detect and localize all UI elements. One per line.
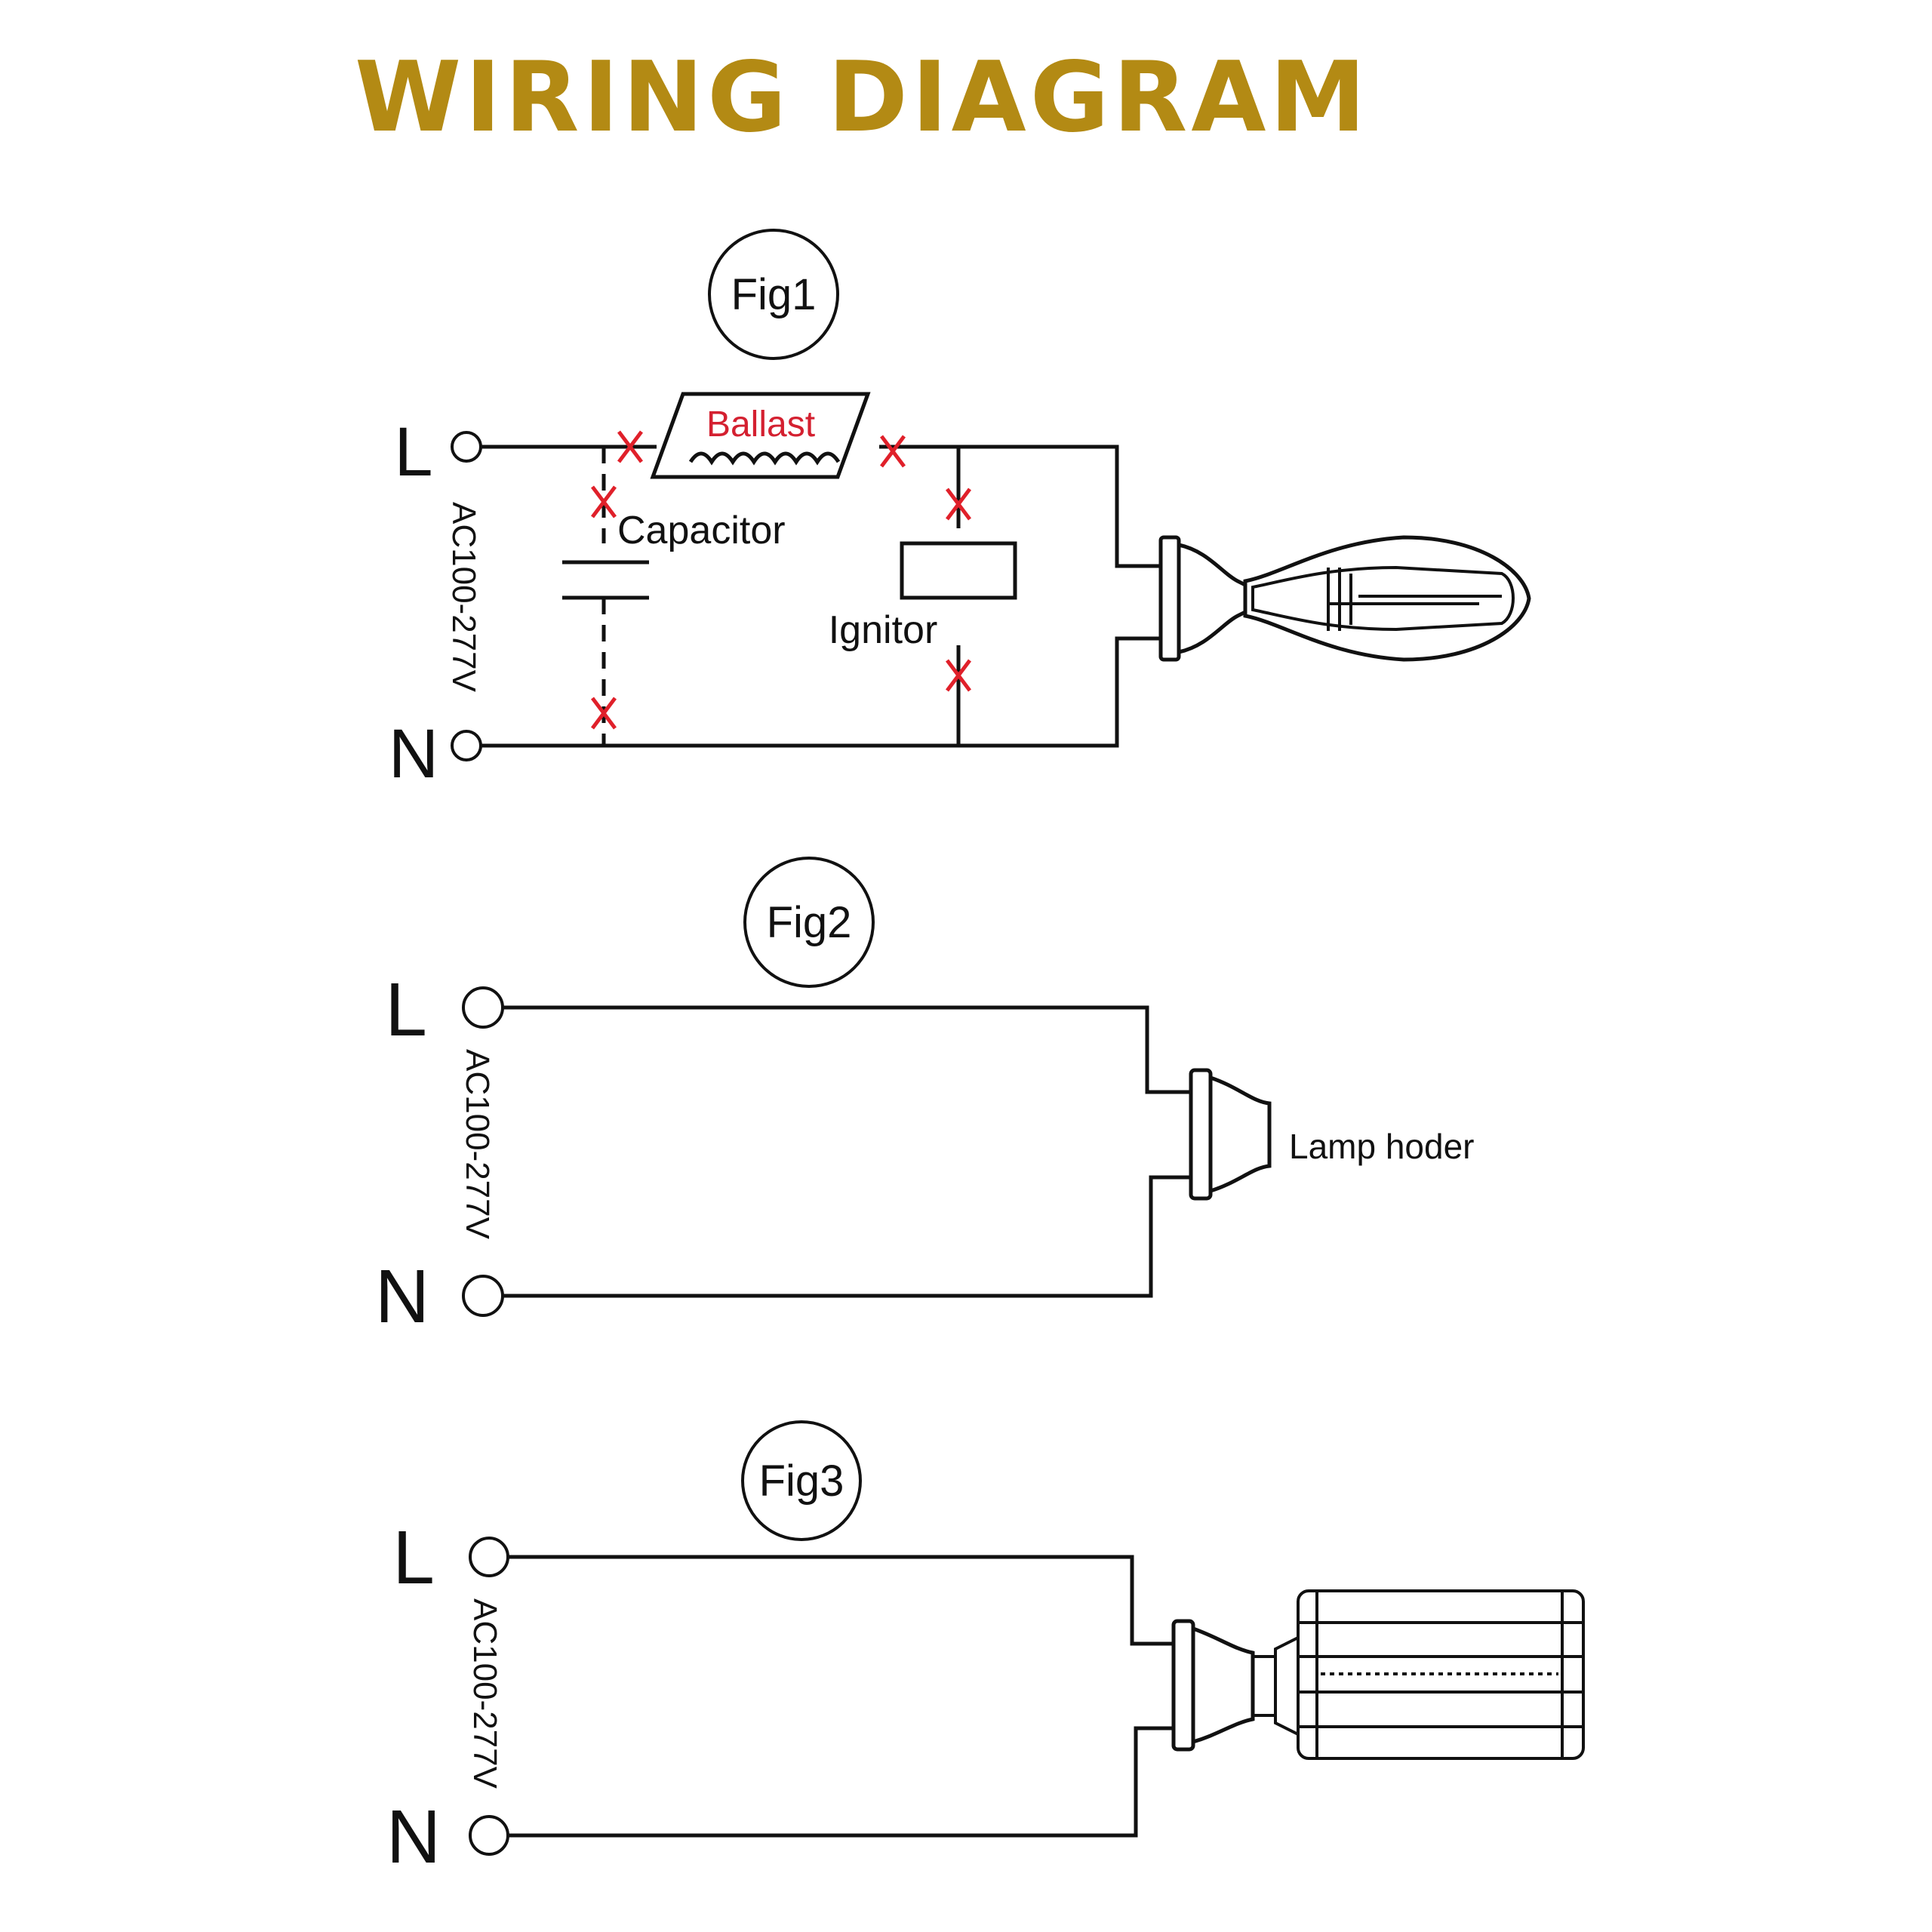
fig2-diagram: Fig2 L N AC100-277V Lamp hoder bbox=[375, 857, 1475, 1339]
fig1-cut-marks bbox=[591, 430, 971, 730]
fig3-terminal-l-label: L bbox=[392, 1515, 435, 1600]
fig2-label: Fig2 bbox=[767, 898, 852, 947]
fig3-terminal-n bbox=[469, 1815, 509, 1856]
fig1-badge bbox=[708, 229, 839, 360]
lamp-neck bbox=[1178, 543, 1247, 654]
fig1-terminal-n bbox=[451, 730, 482, 761]
bulb-body bbox=[1297, 1589, 1585, 1760]
fig2-wire-l bbox=[503, 1005, 1191, 1094]
fig2-terminal-n bbox=[462, 1275, 504, 1317]
fig1-terminal-l bbox=[451, 431, 482, 463]
cut-mark bbox=[617, 430, 643, 463]
cut-mark bbox=[946, 488, 971, 521]
fig3-wire-l bbox=[508, 1555, 1174, 1646]
fig3-diagram: Fig3 L N AC100-277V bbox=[386, 1420, 1585, 1879]
fig1-ballast-label: Ballast bbox=[706, 405, 815, 445]
fig2-terminal-l bbox=[462, 986, 504, 1029]
holder-body bbox=[1192, 1626, 1255, 1744]
fig1-ignitor-label: Ignitor bbox=[829, 608, 938, 652]
fig1-hid-lamp bbox=[1158, 535, 1531, 662]
page-title: WIRING DIAGRAM bbox=[355, 42, 1370, 154]
arc-tube bbox=[1251, 565, 1515, 632]
fig1-ignitor bbox=[900, 541, 1017, 600]
fig1-label: Fig1 bbox=[731, 270, 817, 319]
fig2-wire-n bbox=[503, 1175, 1191, 1298]
fig3-voltage-label: AC100-277V bbox=[466, 1598, 503, 1789]
fig2-terminal-n-label: N bbox=[375, 1254, 429, 1339]
cut-mark bbox=[591, 697, 617, 730]
fig3-led-corn-bulb bbox=[1171, 1589, 1585, 1760]
cut-mark bbox=[946, 659, 971, 692]
bulb-base bbox=[1253, 1635, 1300, 1737]
fig3-label: Fig3 bbox=[759, 1457, 844, 1506]
fig3-wire-n bbox=[508, 1726, 1174, 1838]
fig1-capacitor bbox=[562, 560, 649, 600]
holder-plate bbox=[1171, 1619, 1195, 1752]
fig1-terminal-n-label: N bbox=[389, 715, 438, 792]
lamp-bulb bbox=[1243, 535, 1531, 662]
led-strips bbox=[1298, 1591, 1583, 1758]
fig1-terminal-l-label: L bbox=[394, 414, 432, 491]
fig2-badge bbox=[743, 857, 875, 988]
fig3-badge bbox=[741, 1420, 862, 1541]
fig1-ballast bbox=[650, 392, 871, 479]
fig3-terminal-l bbox=[469, 1537, 509, 1577]
fig1-wire-n bbox=[481, 636, 1162, 748]
cut-mark bbox=[591, 485, 617, 518]
fig1-ballast-coil bbox=[688, 451, 841, 466]
cut-mark bbox=[880, 435, 906, 468]
holder-body bbox=[1210, 1075, 1272, 1193]
fig2-voltage-label: AC100-277V bbox=[459, 1049, 496, 1240]
fig2-holder-label: Lamp hoder bbox=[1289, 1127, 1475, 1166]
fig1-capacitor-label: Capacitor bbox=[617, 509, 786, 552]
fig1-voltage-label: AC100-277V bbox=[445, 502, 482, 693]
lamp-internals bbox=[1327, 568, 1502, 631]
fig2-terminal-l-label: L bbox=[385, 968, 427, 1052]
fig3-terminal-n-label: N bbox=[386, 1795, 441, 1879]
holder-plate bbox=[1189, 1068, 1213, 1201]
fig1-wire-ballast-out bbox=[879, 445, 1162, 568]
fig2-lamp-holder bbox=[1189, 1068, 1272, 1201]
lamp-socket bbox=[1158, 535, 1181, 662]
fig1-diagram: Fig1 L N AC100-277V Ballast Capacitor bbox=[389, 229, 1531, 792]
